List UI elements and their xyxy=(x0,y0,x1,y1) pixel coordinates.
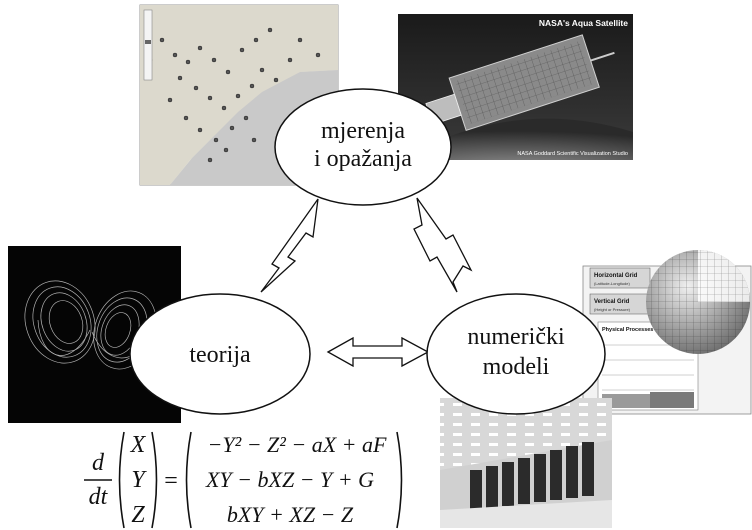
equation: d dt X Y Z = −Y² − Z² − aX + aF XY − bXZ… xyxy=(84,431,403,529)
map-image xyxy=(139,4,339,186)
supercomputer-image xyxy=(440,398,612,528)
satellite-caption: NASA's Aqua Satellite xyxy=(539,18,628,28)
satellite-image: NASA's Aqua Satellite NASA Goddard Scien… xyxy=(398,14,633,160)
horizontal-grid-title: Horizontal Grid xyxy=(594,273,638,279)
node-theory: teorija xyxy=(129,293,311,415)
horizontal-grid-sub: (Latitude-Longitude) xyxy=(594,281,630,286)
node-models-line1: numerički xyxy=(467,324,565,350)
arrow-measurements-models xyxy=(413,197,473,293)
equation-d: d xyxy=(92,450,105,476)
model-grid-image: Horizontal Grid (Latitude-Longitude) Ver… xyxy=(582,250,752,415)
arrow-theory-models xyxy=(326,336,430,368)
vertical-grid-title: Vertical Grid xyxy=(594,299,630,305)
node-models: numerički modeli xyxy=(426,293,606,415)
node-measurements: mjerenja i opažanja xyxy=(274,88,452,206)
arrow-measurements-theory xyxy=(260,198,319,293)
node-measurements-line1: mjerenja xyxy=(321,118,405,144)
vertical-grid-sub: (Height or Pressure) xyxy=(594,307,631,312)
rhs-row-2: XY − bXZ − Y + G xyxy=(205,467,374,492)
equals-sign: = xyxy=(164,468,178,494)
rhs-row-1: −Y² − Z² − aX + aF xyxy=(208,432,387,457)
satellite-credit: NASA Goddard Scientific Visualization St… xyxy=(517,151,628,157)
node-models-line2: modeli xyxy=(483,354,550,380)
rhs-row-3: bXY + XZ − Z xyxy=(227,502,354,527)
equation-dt: dt xyxy=(89,484,109,510)
vector-x: X xyxy=(130,432,147,458)
vector-z: Z xyxy=(131,502,145,528)
vector-y: Y xyxy=(131,467,147,493)
node-theory-label: teorija xyxy=(189,342,251,368)
physical-processes-title: Physical Processes in a Model xyxy=(602,327,682,333)
node-measurements-line2: i opažanja xyxy=(314,146,412,172)
